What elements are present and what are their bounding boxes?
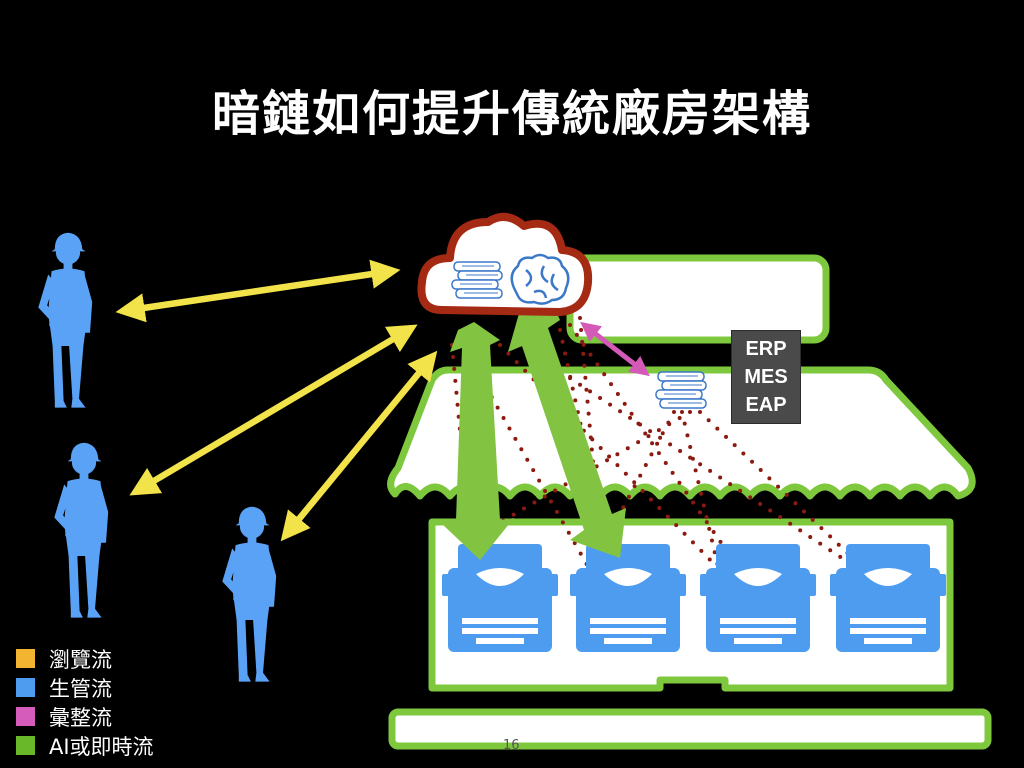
typewriter-icon — [570, 544, 686, 652]
books-icon — [655, 371, 707, 409]
books-icon — [451, 261, 503, 299]
worker-icon — [54, 442, 109, 618]
legend-label: AI或即時流 — [49, 734, 154, 759]
page-title: 暗鏈如何提升傳統廠房架構 — [211, 86, 812, 142]
green-double-arrow-right — [508, 302, 626, 558]
legend-item-production: 生管流 — [16, 673, 154, 702]
system-label-eap: EAP — [745, 394, 787, 416]
legend-label: 生管流 — [49, 676, 112, 701]
typewriter-icon — [442, 544, 558, 652]
worker-icon — [38, 232, 93, 408]
green-double-arrow-left — [440, 322, 514, 560]
factory-awning — [387, 366, 976, 500]
consolidation-arrow — [580, 321, 650, 377]
page-number: 16 — [503, 738, 520, 753]
browse-arrows — [115, 259, 438, 542]
yellow-arrow-2 — [129, 324, 418, 496]
legend-label: 彙整流 — [49, 705, 112, 730]
system-label-erp: ERP — [745, 338, 787, 360]
factory-sign — [566, 254, 830, 344]
yellow-arrow-3 — [280, 350, 438, 542]
legend-swatch — [16, 707, 35, 726]
cloud-icon — [417, 212, 593, 316]
legend: 瀏覽流 生管流 彙整流 AI或即時流 — [16, 644, 154, 760]
brain-icon — [510, 253, 570, 305]
legend-item-browse: 瀏覽流 — [16, 644, 154, 673]
typewriter-icon — [830, 544, 946, 652]
typewriter-icon — [700, 544, 816, 652]
factory-base — [388, 708, 992, 750]
yellow-arrow-1 — [115, 259, 401, 323]
workers — [38, 232, 277, 682]
legend-swatch — [16, 736, 35, 755]
ai-realtime-arrows — [440, 302, 626, 560]
legend-item-ai: AI或即時流 — [16, 731, 154, 760]
factory-body — [428, 518, 954, 692]
legend-swatch — [16, 649, 35, 668]
machines — [442, 544, 946, 652]
legend-label: 瀏覽流 — [49, 647, 112, 672]
worker-icon — [222, 506, 277, 682]
legend-item-consolidation: 彙整流 — [16, 702, 154, 731]
systems-box: ERP MES EAP — [731, 330, 801, 424]
legend-swatch — [16, 678, 35, 697]
system-label-mes: MES — [744, 366, 788, 388]
